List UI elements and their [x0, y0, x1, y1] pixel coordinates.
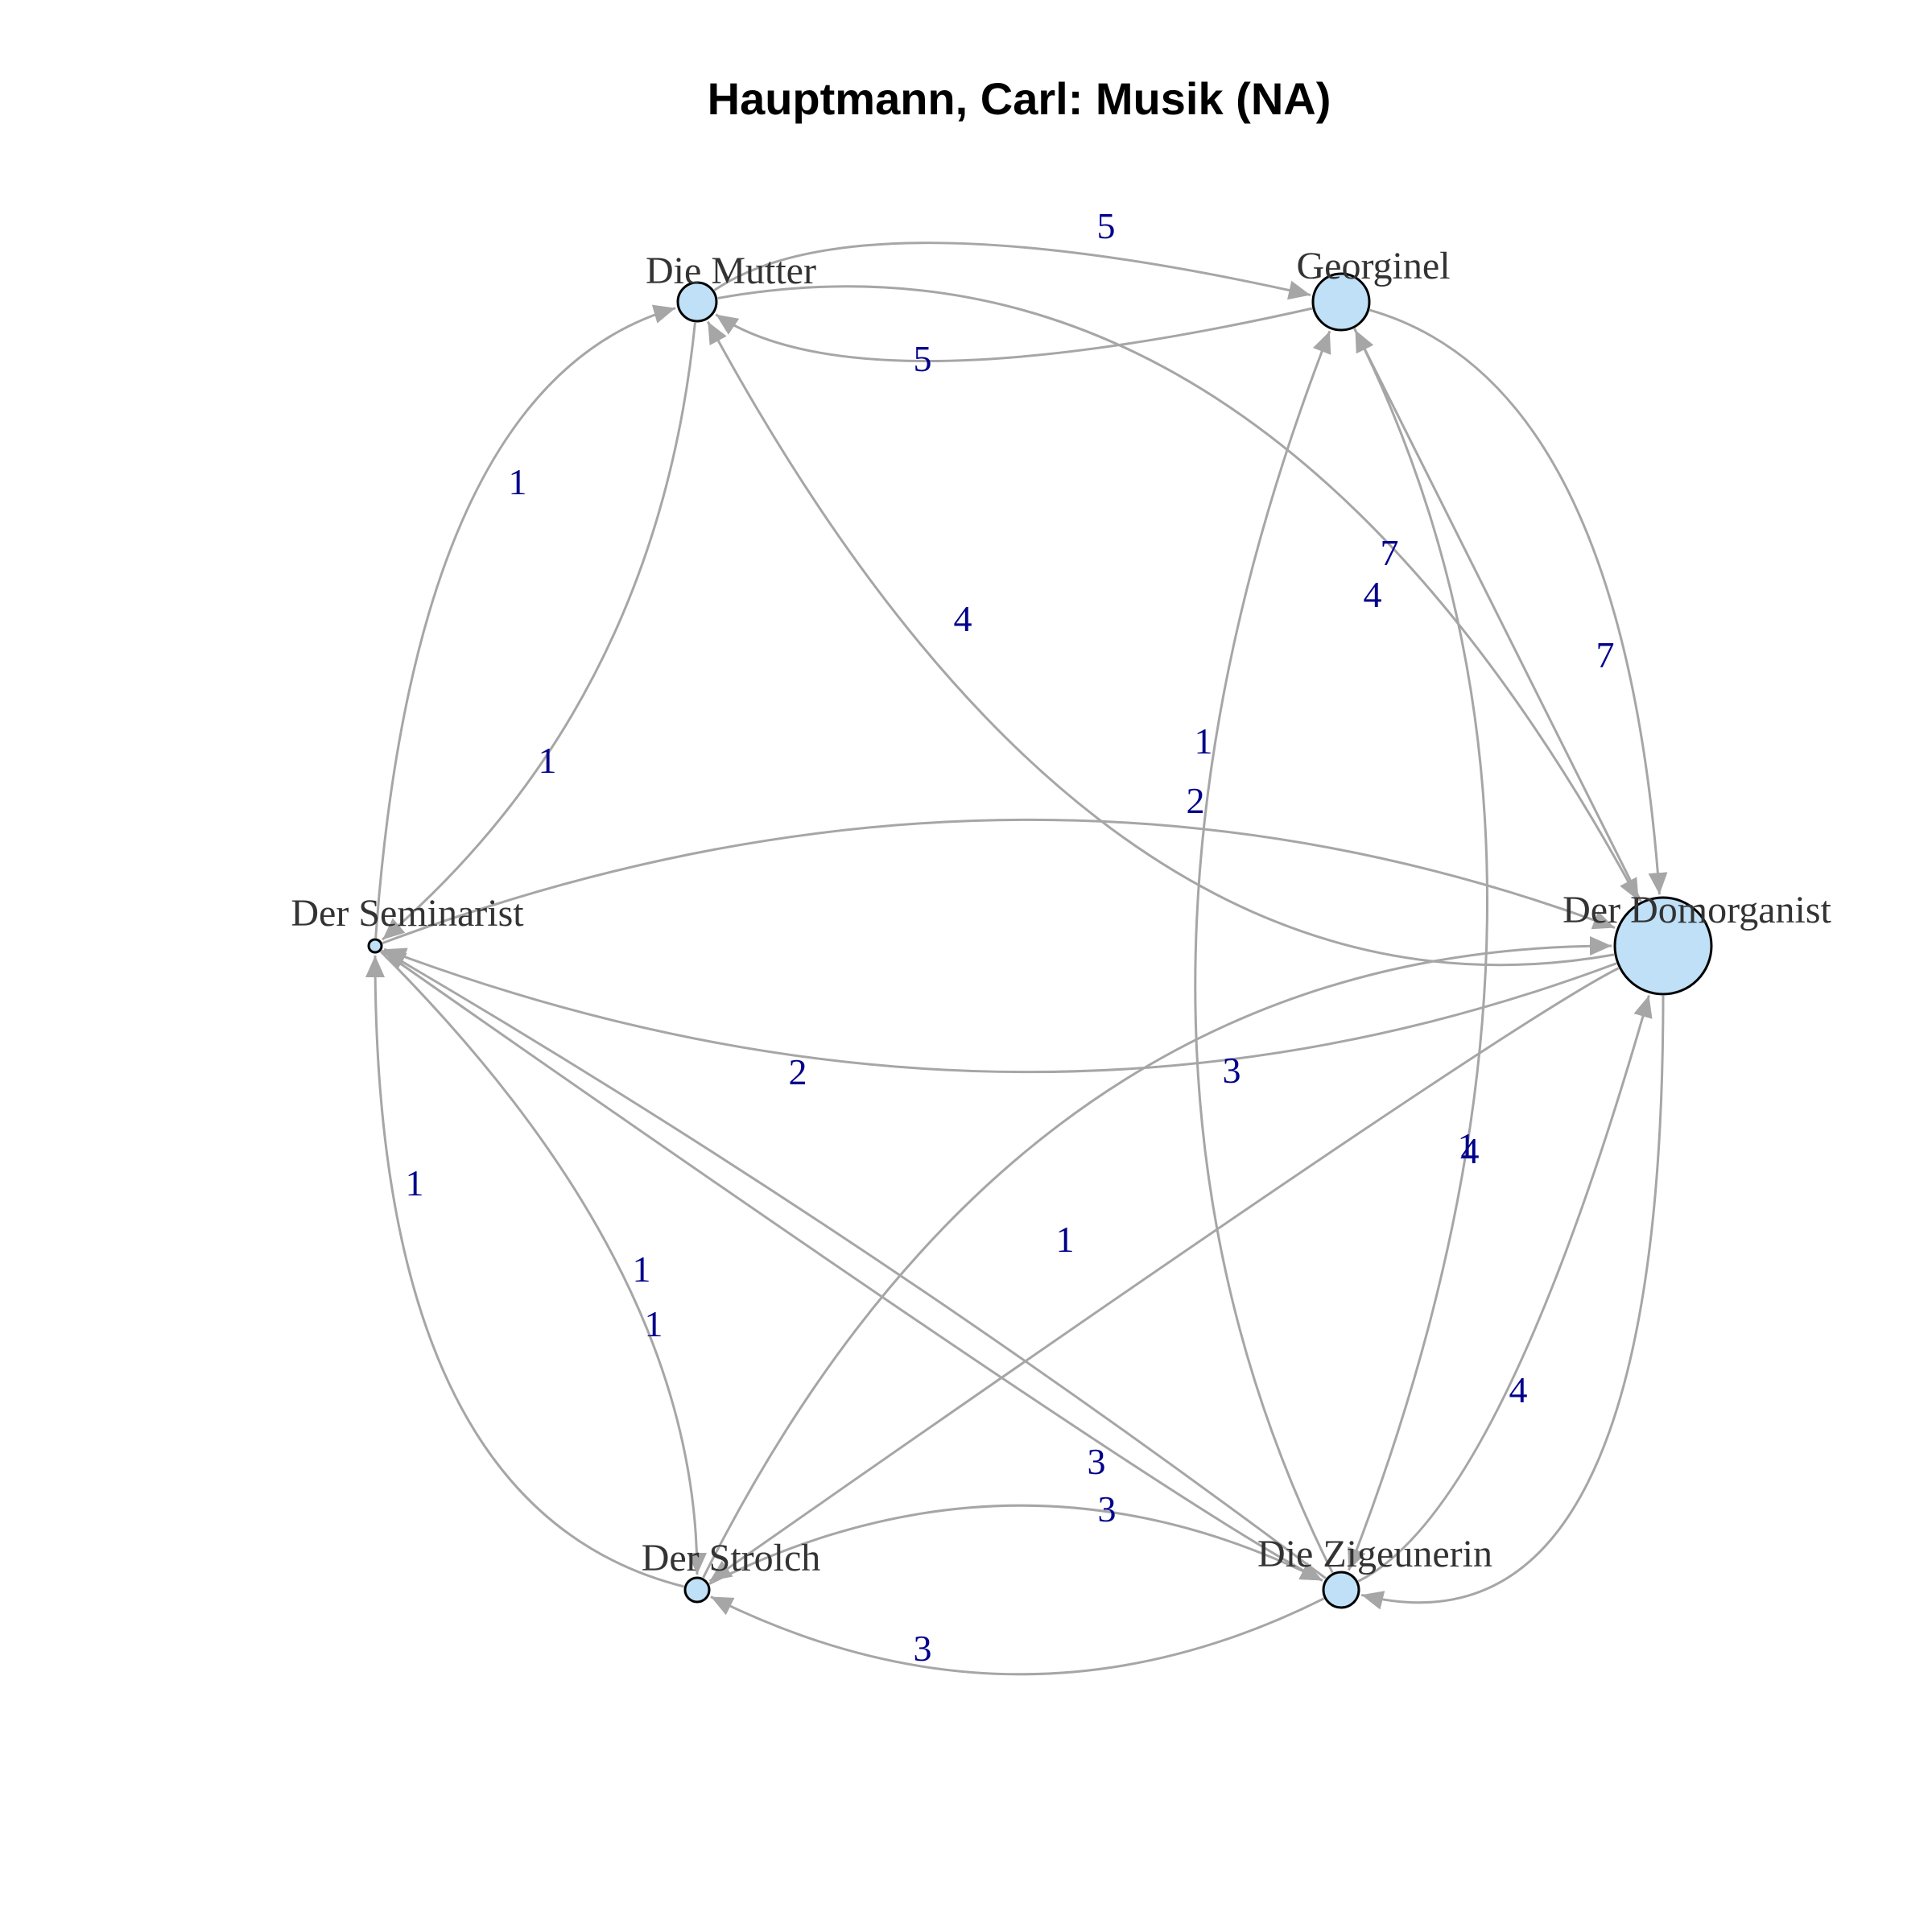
edge-weight-label-seminarist-to-domorganist: 2: [1187, 780, 1205, 821]
node-zigeunerin: [1322, 1571, 1360, 1609]
edge-weight-label-strolch-to-seminarist: 1: [406, 1162, 424, 1203]
edge-weight-label-seminarist-to-strolch: 1: [645, 1303, 663, 1344]
edge-georginel-to-domorganist: [1369, 308, 1668, 895]
edge-layer: [365, 242, 1668, 1676]
node-georginel: [1311, 272, 1371, 332]
edge-weight-label-mutter-to-seminarist: 1: [539, 740, 557, 781]
edge-weight-label-domorganist-to-georginel: 7: [1381, 532, 1399, 573]
edge-strolch-to-domorganist: [702, 936, 1612, 1579]
edge-weight-label-zigeunerin-to-seminarist: 1: [1056, 1219, 1075, 1260]
node-domorganist: [1613, 896, 1713, 996]
edge-zigeunerin-to-strolch: [710, 1596, 1325, 1676]
diagram-title: Hauptmann, Carl: Musik (NA): [708, 73, 1331, 124]
edge-domorganist-to-strolch: [708, 967, 1620, 1583]
edge-strolch-to-zigeunerin: [708, 1504, 1323, 1585]
edge-domorganist-to-georginel: [1354, 329, 1642, 902]
edge-zigeunerin-to-seminarist: [382, 949, 1327, 1579]
edge-weight-label-georginel-to-mutter: 5: [914, 338, 932, 379]
edge-weight-label-strolch-to-zigeunerin: 3: [1098, 1488, 1117, 1530]
edge-georginel-to-zigeunerin: [1348, 328, 1488, 1571]
edge-mutter-to-domorganist: [717, 285, 1640, 902]
edge-weight-label-domorganist-to-seminarist: 2: [789, 1051, 807, 1092]
edge-domorganist-to-mutter: [706, 320, 1615, 967]
edge-georginel-to-mutter: [715, 307, 1313, 362]
node-label-strolch: Der Strolch: [642, 1537, 821, 1579]
edge-weight-label-strolch-to-domorganist: 3: [1223, 1050, 1241, 1091]
edge-mutter-to-seminarist: [382, 322, 696, 941]
node-strolch: [683, 1576, 711, 1604]
edge-weight-label-domorganist-to-mutter: 4: [954, 598, 972, 639]
edge-weight-label-zigeunerin-to-strolch: 3: [914, 1628, 932, 1669]
edge-domorganist-to-zigeunerin: [1360, 995, 1665, 1610]
node-label-domorganist: Der Domorganist: [1563, 889, 1831, 931]
edge-seminarist-to-zigeunerin: [381, 949, 1323, 1582]
edge-weight-label-mutter-to-domorganist: 4: [1364, 574, 1382, 615]
edge-weight-label-georginel-to-domorganist: 7: [1596, 634, 1615, 675]
edge-weight-label-seminarist-to-zigeunerin: 1: [633, 1249, 651, 1290]
edge-zigeunerin-to-georginel: [1194, 330, 1334, 1574]
edge-domorganist-to-seminarist: [383, 947, 1617, 1074]
edge-seminarist-to-mutter: [374, 304, 676, 939]
node-seminarist: [367, 938, 383, 954]
edge-strolch-to-seminarist: [365, 955, 684, 1588]
node-label-georginel: Georginel: [1296, 245, 1450, 287]
node-layer: [367, 272, 1713, 1609]
node-label-zigeunerin: Die Zigeunerin: [1257, 1533, 1492, 1575]
edge-weight-label-georginel-to-zigeunerin: 1: [1458, 1125, 1476, 1166]
edge-weight-label-zigeunerin-to-domorganist: 4: [1461, 1130, 1480, 1171]
edge-seminarist-to-strolch: [380, 951, 707, 1575]
node-label-mutter: Die Mutter: [646, 250, 816, 292]
edge-zigeunerin-to-domorganist: [1357, 995, 1653, 1583]
node-label-seminarist: Der Seminarist: [291, 892, 524, 935]
edge-mutter-to-georginel: [713, 242, 1311, 300]
edge-weight-label-domorganist-to-strolch: 3: [1088, 1441, 1106, 1482]
edge-weight-label-mutter-to-georginel: 5: [1097, 205, 1116, 246]
edge-weight-label-zigeunerin-to-georginel: 1: [1195, 720, 1213, 762]
node-mutter: [676, 281, 718, 323]
edge-weight-label-seminarist-to-mutter: 1: [509, 461, 527, 502]
edge-weight-label-domorganist-to-zigeunerin: 4: [1509, 1369, 1528, 1410]
edge-seminarist-to-domorganist: [382, 818, 1616, 944]
